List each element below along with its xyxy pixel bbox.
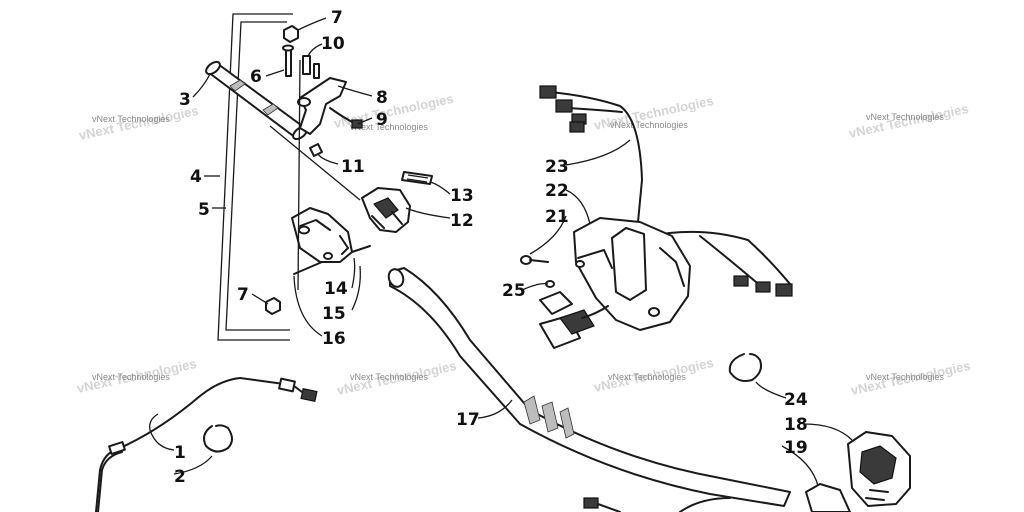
callout-7-bottom: 7 — [237, 285, 249, 305]
callout-4: 4 — [190, 167, 202, 187]
callout-17: 17 — [456, 410, 480, 430]
watermark: vNext Technologies — [92, 114, 170, 124]
assembly-line — [269, 125, 361, 201]
callout-8: 8 — [376, 88, 388, 108]
throttle-cable — [95, 377, 318, 512]
control-housing — [573, 217, 691, 331]
watermark: vNext Technologies — [350, 122, 428, 132]
callout-13: 13 — [450, 186, 474, 206]
callout-21: 21 — [545, 207, 569, 227]
callout-12: 12 — [450, 211, 474, 231]
callout-24: 24 — [784, 390, 808, 410]
callout-6: 6 — [250, 67, 262, 87]
callout-15: 15 — [322, 304, 346, 324]
callout-25: 25 — [502, 281, 526, 301]
leader-lines — [149, 17, 853, 487]
retainer — [309, 143, 323, 157]
assembly-line-vertical — [297, 59, 301, 291]
pin — [285, 47, 292, 77]
callout-5: 5 — [198, 200, 210, 220]
connectors — [520, 255, 609, 349]
assembly-bracket-outer — [217, 13, 293, 341]
callout-22: 22 — [545, 181, 569, 201]
nut-bottom — [265, 297, 281, 315]
watermark: vNext Technologies — [350, 372, 428, 382]
watermarks: vNext Technologies vNext Technologies vN… — [76, 91, 972, 398]
right-switch-assembly — [805, 431, 911, 512]
throttle-lever — [297, 77, 363, 135]
callout-19: 19 — [784, 438, 808, 458]
callout-16: 16 — [322, 329, 346, 349]
nut-top — [283, 25, 299, 43]
clip-2 — [313, 63, 320, 79]
snap-ring-right — [728, 353, 762, 382]
handlebar — [387, 267, 791, 507]
callout-18: 18 — [784, 415, 808, 435]
lower-connector — [583, 497, 731, 512]
assembly-bracket-inner — [225, 21, 290, 331]
throttle-housing — [291, 207, 353, 263]
hardware-top — [282, 25, 320, 79]
watermark: vNext Technologies — [866, 372, 944, 382]
callout-2: 2 — [174, 467, 186, 487]
callout-7: 7 — [331, 8, 343, 28]
callout-11: 11 — [341, 157, 365, 177]
watermark: vNext Technologies — [866, 112, 944, 122]
watermark: vNext Technologies — [608, 372, 686, 382]
screws — [265, 245, 371, 315]
switch-housing — [361, 187, 411, 233]
watermark: vNext Technologies — [610, 120, 688, 130]
wiring-harness — [539, 85, 793, 297]
callout-3: 3 — [179, 90, 191, 110]
callout-10: 10 — [321, 34, 345, 54]
snap-ring — [203, 424, 233, 453]
watermark: vNext Technologies — [92, 372, 170, 382]
callout-23: 23 — [545, 157, 569, 177]
callout-9: 9 — [376, 110, 388, 130]
clip — [302, 55, 311, 75]
callout-1: 1 — [174, 443, 186, 463]
callout-14: 14 — [324, 279, 348, 299]
callout-labels: 7 10 6 3 8 9 11 4 13 5 12 7 14 15 16 23 … — [174, 8, 808, 487]
